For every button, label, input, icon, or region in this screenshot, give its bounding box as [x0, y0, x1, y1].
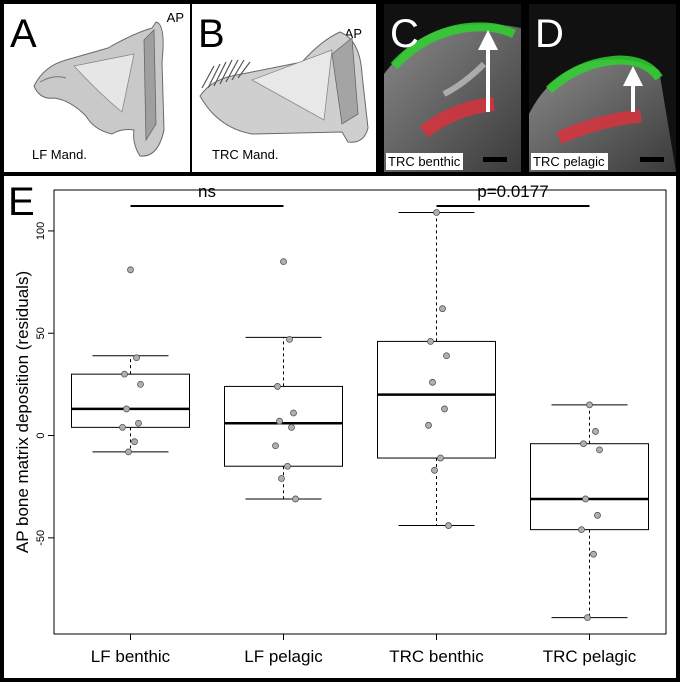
panel-d-scale-bar [640, 157, 664, 162]
x-tick-label: LF pelagic [244, 647, 323, 666]
data-point [578, 526, 585, 534]
panel-d-letter: D [535, 12, 564, 56]
y-tick-label: 0 [35, 432, 47, 438]
data-point [580, 440, 587, 448]
panel-c-letter: C [390, 12, 419, 56]
y-tick-label: -50 [35, 530, 47, 546]
data-point [292, 495, 299, 503]
x-tick-label: LF benthic [91, 647, 171, 666]
data-point [596, 446, 603, 454]
panel-b-letter: B [198, 12, 225, 56]
data-point [582, 495, 589, 503]
x-tick-label: TRC pelagic [543, 647, 637, 666]
panel-d: D TRC pelagic [529, 4, 676, 172]
y-axis-label: AP bone matrix deposition (residuals) [13, 271, 32, 553]
data-point [429, 378, 436, 386]
data-point [131, 438, 138, 446]
panel-e: E -50 0 50 100 AP bone matrix deposition (re… [4, 176, 676, 678]
significance-label: p=0.0177 [477, 182, 548, 201]
data-point [123, 405, 130, 413]
panel-a-ap-label: AP [166, 10, 184, 25]
data-point [280, 258, 287, 266]
plot-frame [53, 189, 667, 635]
data-point [127, 266, 134, 274]
trc-mandible-render [199, 31, 369, 143]
y-tick-label: 100 [35, 222, 47, 240]
panel-c-scale-bar [483, 157, 507, 162]
x-tick-label: TRC benthic [389, 647, 484, 666]
y-tick-label: 50 [35, 327, 47, 339]
panel-b-label: TRC Mand. [212, 147, 279, 162]
panel-a-label: LF Mand. [32, 147, 87, 162]
data-point [441, 405, 448, 413]
data-point [443, 352, 450, 360]
data-point [431, 466, 438, 474]
data-point [286, 335, 293, 343]
panel-a-letter: A [10, 12, 37, 56]
data-point [590, 550, 597, 558]
data-point [125, 448, 132, 456]
data-point [427, 338, 434, 345]
data-point [439, 305, 446, 313]
panel-d-label: TRC pelagic [531, 153, 608, 170]
significance-label: ns [198, 182, 216, 201]
data-point [437, 454, 444, 462]
data-point [135, 419, 142, 427]
lf-mandible-render [33, 21, 165, 157]
data-point [119, 423, 126, 431]
data-point [592, 428, 599, 435]
data-point [284, 462, 291, 470]
data-point [433, 209, 440, 216]
panel-e-letter: E [8, 180, 35, 224]
trc-benthic-micrograph [384, 22, 521, 172]
data-point [274, 383, 281, 390]
data-point [445, 522, 452, 529]
iqr-box [71, 373, 190, 428]
data-point [584, 614, 591, 622]
data-point [133, 354, 140, 362]
data-point [288, 423, 295, 431]
trc-pelagic-micrograph [529, 55, 676, 172]
panel-b: B AP TRC Mand. [192, 4, 376, 172]
data-point [137, 380, 144, 388]
data-point [272, 442, 279, 450]
panel-c-label: TRC benthic [386, 153, 464, 170]
panel-c: C TRC benthic [384, 4, 521, 172]
data-point [276, 417, 283, 425]
data-point [425, 421, 432, 429]
data-point [278, 475, 285, 482]
data-point [586, 401, 593, 409]
data-point [121, 370, 128, 378]
iqr-box [224, 385, 343, 467]
boxplot-chart: -50 0 50 100 AP bone matrix deposition (resi… [13, 182, 667, 666]
data-point [594, 511, 601, 519]
panel-a: A AP LF Mand. [4, 4, 190, 172]
data-point [290, 409, 297, 417]
iqr-box [530, 443, 649, 531]
iqr-box [377, 340, 496, 459]
